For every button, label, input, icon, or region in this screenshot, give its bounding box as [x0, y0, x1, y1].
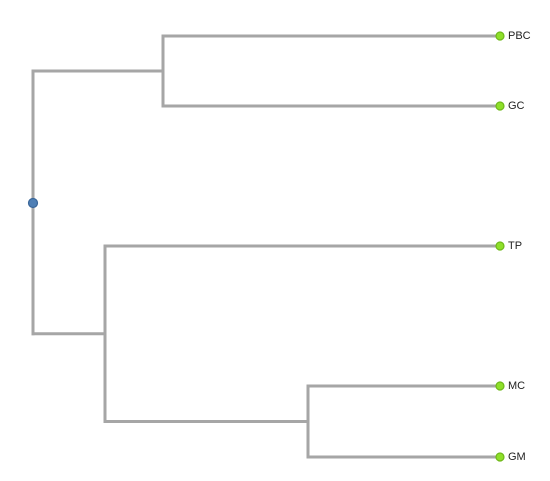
leaf-node-tp[interactable]	[495, 241, 505, 251]
leaf-node-pbc[interactable]	[495, 31, 505, 41]
leaf-label-mc: MC	[508, 380, 525, 392]
dendrogram-nodes: PBC GC TP MC GM	[27, 30, 531, 463]
leaf-node-mc[interactable]	[495, 381, 505, 391]
leaf-node-gm[interactable]	[495, 452, 505, 462]
dendrogram-branches	[31, 34, 502, 459]
leaf-label-gc: GC	[508, 100, 525, 112]
leaf-label-gm: GM	[508, 451, 526, 463]
leaf-label-pbc: PBC	[508, 30, 531, 42]
root-node[interactable]	[27, 197, 39, 209]
leaf-label-tp: TP	[508, 240, 522, 252]
leaf-node-gc[interactable]	[495, 101, 505, 111]
